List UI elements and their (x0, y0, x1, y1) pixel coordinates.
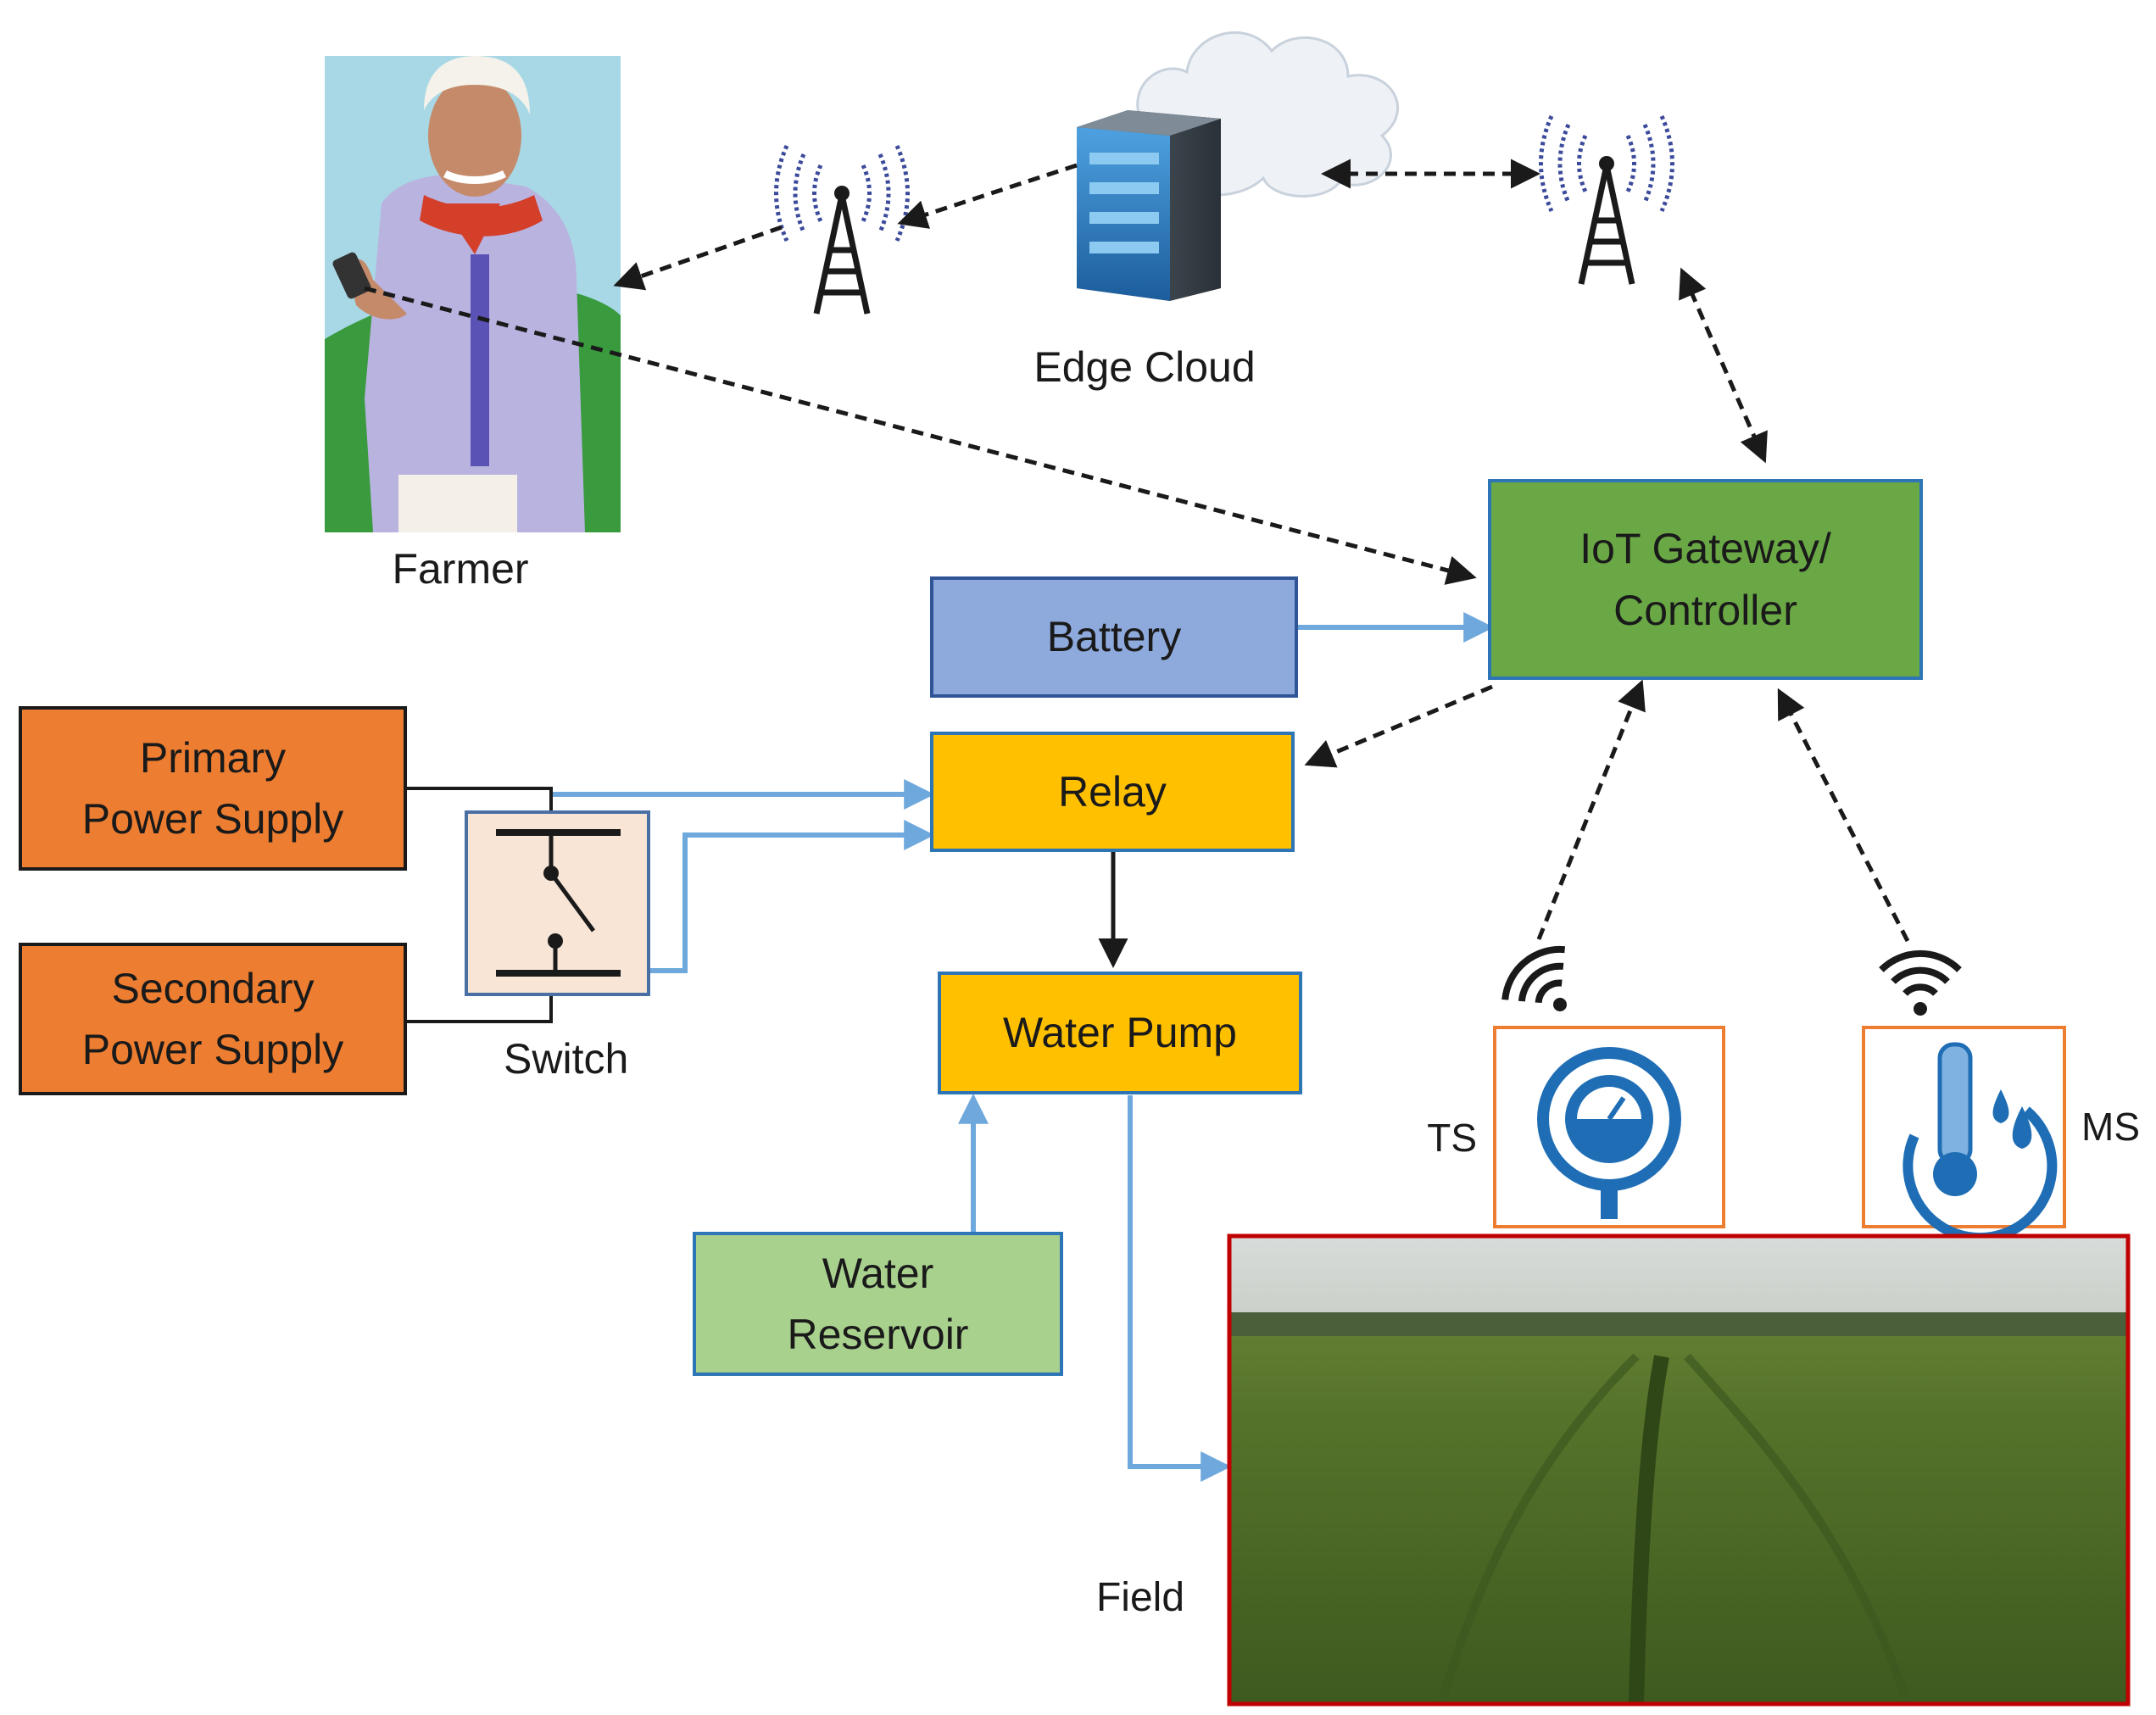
connector-tower-to-farmer (613, 225, 783, 291)
secondary-power-line-1: Secondary (111, 964, 315, 1012)
field-label: Field (1096, 1575, 1184, 1620)
iot-gateway-line-2: Controller (1613, 586, 1797, 634)
primary-power-supply-box: Primary Power Supply (19, 706, 407, 871)
water-reservoir-box: Water Reservoir (693, 1232, 1063, 1376)
connector-server-to-tower (897, 163, 1078, 229)
pressure-gauge-icon (1537, 1047, 1681, 1219)
water-reservoir-line-2: Reservoir (787, 1311, 969, 1358)
edge-cloud-label: Edge Cloud (1033, 343, 1255, 391)
blue-connectors (551, 612, 1495, 1482)
ms-label: MS (2081, 1105, 2140, 1149)
server-icon (1077, 110, 1221, 301)
farmer-illustration (325, 56, 621, 532)
primary-power-line-2: Power Supply (81, 795, 344, 843)
iot-gateway-box: IoT Gateway/ Controller (1488, 479, 1923, 680)
connector-farmer-gateway (364, 286, 1477, 585)
connector-tower-gateway (1679, 267, 1768, 464)
connector-ms-gateway (1777, 688, 1910, 943)
secondary-power-line-2: Power Supply (81, 1026, 344, 1073)
battery-box: Battery (930, 576, 1298, 698)
antenna-tower-icon (1539, 114, 1674, 285)
water-pump-box: Water Pump (938, 972, 1302, 1094)
secondary-power-supply-box: Secondary Power Supply (19, 943, 407, 1095)
dashed-connectors (364, 159, 1910, 943)
iot-gateway-line-1: IoT Gateway/ (1579, 525, 1831, 572)
water-reservoir-line-1: Water (822, 1249, 934, 1297)
primary-power-line-1: Primary (139, 733, 287, 782)
battery-label: Battery (1046, 613, 1182, 661)
wifi-icon (1501, 945, 1567, 1011)
relay-label: Relay (1058, 767, 1167, 816)
switch-symbol (465, 810, 650, 996)
ts-label: TS (1427, 1116, 1477, 1160)
relay-box: Relay (930, 732, 1295, 852)
connector-ts-gateway (1536, 679, 1646, 940)
farmer-label: Farmer (392, 545, 528, 593)
connector-switch-relay-bottom (609, 820, 935, 973)
antenna-tower-icon (774, 144, 910, 315)
switch-label: Switch (504, 1035, 629, 1083)
connector-pump-field (1128, 1095, 1232, 1482)
field-photo (1227, 1233, 2131, 1707)
connector-gateway-relay (1304, 684, 1493, 768)
wifi-icon (1879, 949, 1962, 1016)
water-pump-label: Water Pump (1002, 1009, 1237, 1057)
